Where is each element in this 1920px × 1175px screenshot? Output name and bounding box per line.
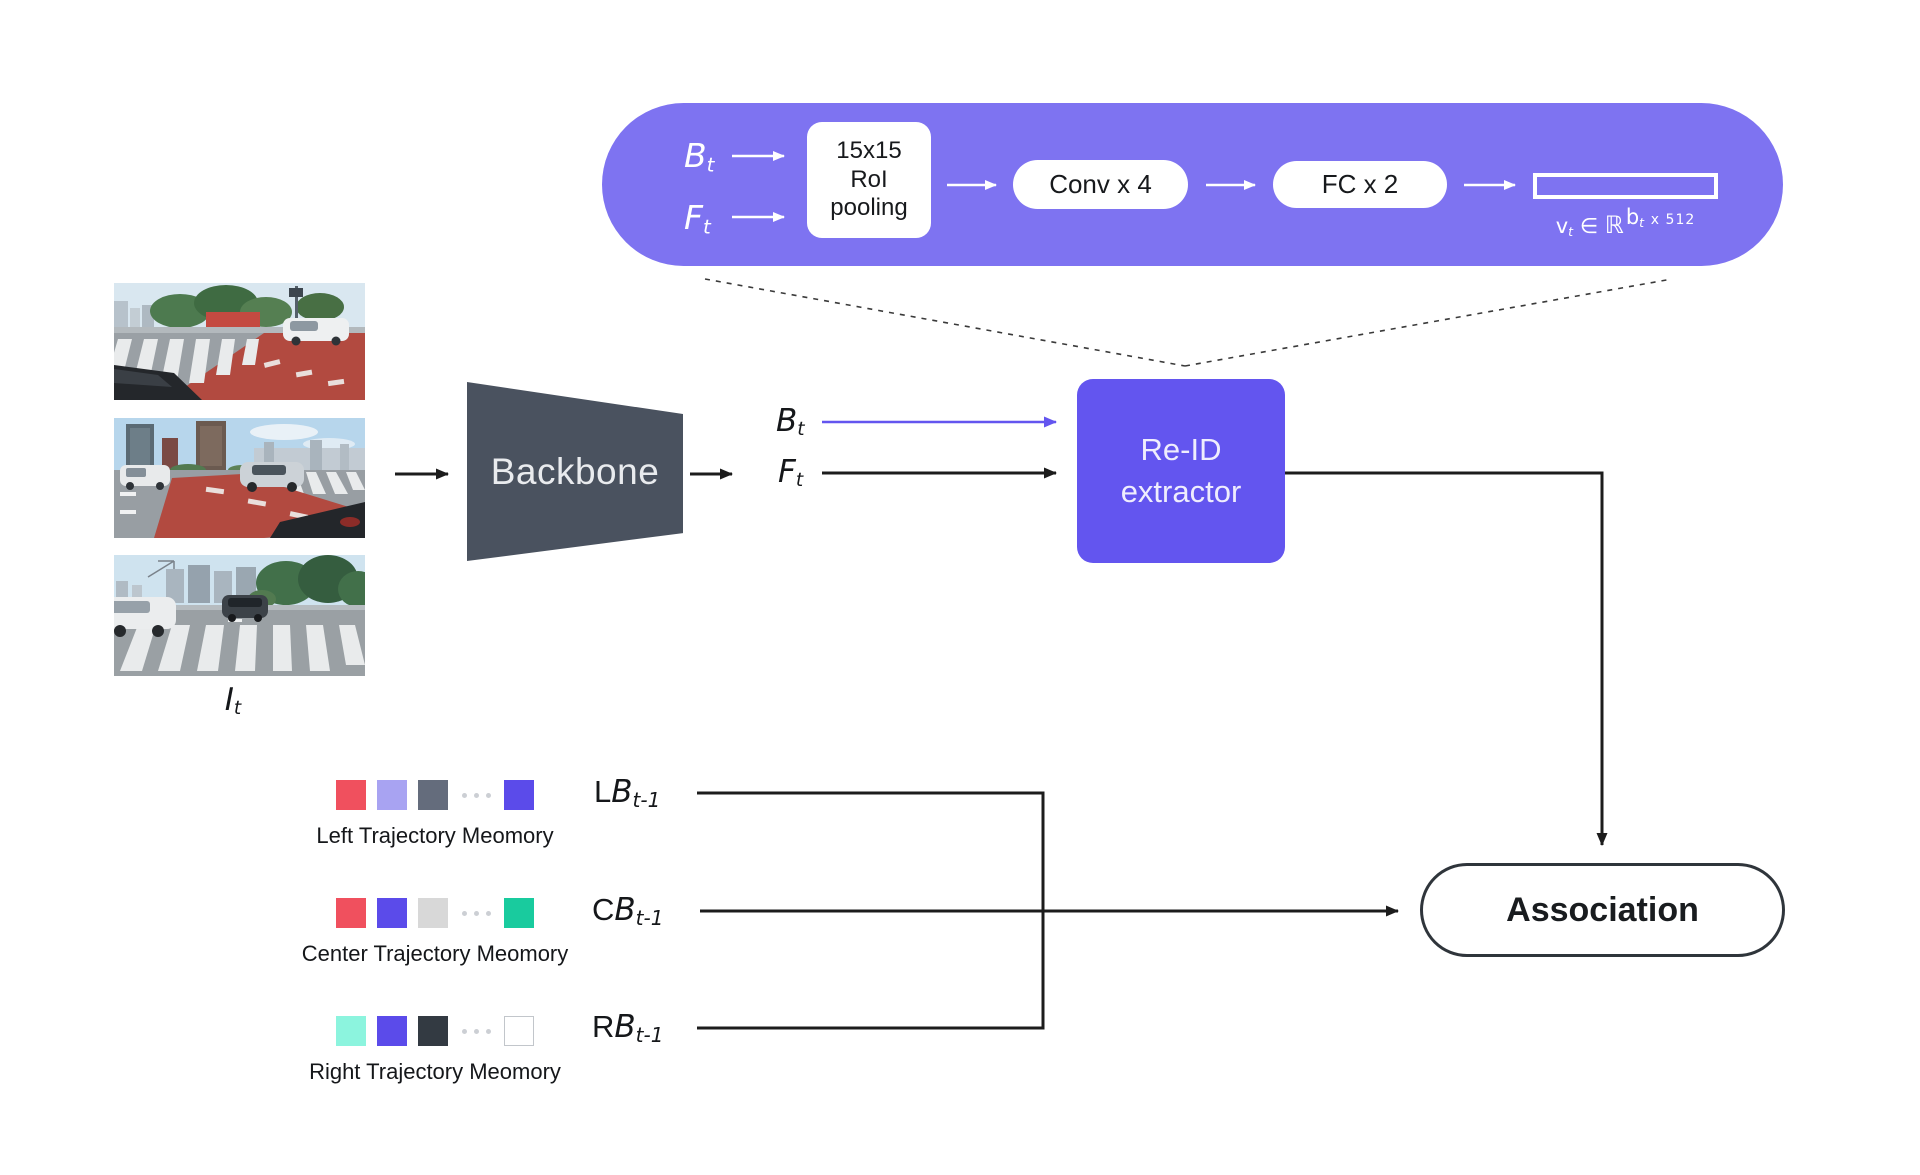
it-sub: t [233,698,242,720]
street-photo-3 [114,555,365,676]
rb-b: B [614,1009,636,1045]
ellipsis-dots [459,1028,493,1034]
lb-b: B [611,774,633,810]
backbone-label: Backbone [490,450,660,492]
street-photo-2-art [114,418,365,538]
pill-bt-base: B [684,136,707,175]
feature-bt-label: Bt [776,403,805,440]
vec-v-sub: t [1568,223,1574,239]
street-photo-1-art [114,283,365,400]
white-sedan [114,597,176,637]
memory-square [418,898,448,928]
reid-detail-pill [602,103,1783,266]
memory-square [336,1016,366,1046]
white-suv [120,465,170,490]
memory-square [336,780,366,810]
ellipsis-dots [459,792,493,798]
left-trajectory-memory: Left Trajectory Meomory [275,780,595,849]
silver-car [240,462,304,492]
real-numbers-symbol: ℝ [1604,211,1624,239]
line-reid-to-association [1285,471,1608,846]
association-label: Association [1506,890,1699,929]
memory-square [418,780,448,810]
roi-pooling-box: 15x15 RoI pooling [807,122,931,238]
street-photo-3-art [114,555,365,676]
cb-sub: t-1 [635,906,664,930]
pill-bt-label: Bt [684,136,714,176]
roi-line3: pooling [830,194,908,222]
memory-square [504,780,534,810]
pill-ft-label: Ft [684,198,711,238]
memory-square [418,1016,448,1046]
dashed-guide-left [704,278,1186,367]
feature-vector-rect [1533,173,1718,199]
conv-label: Conv x 4 [1049,169,1152,199]
element-of-symbol: ∈ [1579,214,1599,238]
rb-sub: t-1 [635,1023,664,1047]
input-image-label: It [168,682,298,719]
feature-bt-base: B [776,403,798,439]
lb-sub: t-1 [632,788,661,812]
feature-ft-sub: t [795,470,804,492]
ellipsis-dots [459,910,493,916]
dashed-guide-right [1184,278,1673,367]
cb-tag: CBt-1 [592,892,663,930]
it-base: I [224,682,234,718]
vec-v: v [1555,214,1569,238]
left-memory-label: Left Trajectory Meomory [316,823,554,848]
roi-line2: RoI [850,165,888,193]
fc-block: FC x 2 [1273,161,1447,208]
memory-square [377,1016,407,1046]
memory-square [336,898,366,928]
memory-square [504,1016,534,1046]
right-memory-label: Right Trajectory Meomory [309,1059,561,1084]
feature-ft-base: F [778,454,796,490]
vec-sup-dim: x 512 [1650,212,1696,228]
memory-square [377,898,407,928]
roi-line1: 15x15 [836,136,902,164]
dark-car [222,595,268,622]
center-trajectory-memory: Center Trajectory Meomory [275,898,595,967]
association-block: Association [1420,863,1785,957]
street-photo-1 [114,283,365,400]
lb-tag: LBt-1 [594,774,660,812]
fc-label: FC x 2 [1321,169,1399,199]
feature-vector-label: vt ∈ ℝbt x 512 [1533,205,1718,239]
white-car [283,318,349,346]
right-memory-squares [275,1016,595,1046]
pill-ft-base: F [684,198,703,237]
street-photo-2 [114,418,365,538]
left-memory-squares [275,780,595,810]
center-memory-label: Center Trajectory Meomory [301,941,569,966]
vec-sup-b: b [1625,205,1640,229]
cb-prefix: C [592,892,615,927]
rb-tag: RBt-1 [592,1009,663,1047]
vec-sup-b-sub: t [1639,214,1645,230]
backbone-block: Backbone [467,382,683,561]
pill-ft-sub: t [702,215,711,239]
reid-label-line2: extractor [1120,474,1242,509]
center-memory-squares [275,898,595,928]
memory-square [377,780,407,810]
lb-prefix: L [594,774,612,809]
conv-block: Conv x 4 [1013,160,1188,209]
reid-extractor-block: Re-ID extractor [1077,379,1285,563]
rb-prefix: R [592,1009,615,1044]
feature-bt-sub: t [797,419,805,441]
reid-label-line1: Re-ID [1140,432,1222,468]
pill-bt-sub: t [706,153,715,177]
cb-b: B [614,892,636,928]
right-trajectory-memory: Right Trajectory Meomory [275,1016,595,1085]
memory-square [504,898,534,928]
feature-ft-label: Ft [778,454,803,491]
